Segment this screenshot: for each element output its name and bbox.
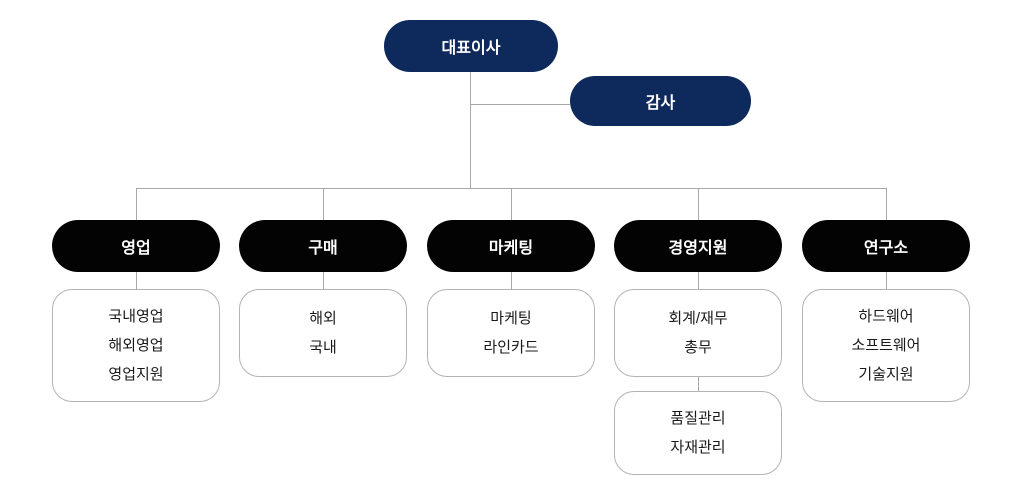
sub-box-marketing: 마케팅 라인카드 xyxy=(427,289,595,377)
dept-label: 마케팅 xyxy=(488,240,534,257)
sub-item: 회계/재무 xyxy=(668,310,728,327)
sub-box-rnd: 하드웨어 소프트웨어 기술지원 xyxy=(802,289,970,402)
node-auditor-label: 감사 xyxy=(645,95,676,112)
connector-ceo-down xyxy=(470,72,471,188)
sub-box-purchasing: 해외 국내 xyxy=(239,289,407,377)
node-ceo-label: 대표이사 xyxy=(441,40,501,57)
sub-item: 하드웨어 xyxy=(858,308,914,325)
sub-item: 자재관리 xyxy=(670,439,726,456)
sub-item: 해외영업 xyxy=(108,337,164,354)
dept-label: 연구소 xyxy=(863,240,909,257)
sub-item: 해외 xyxy=(309,310,337,327)
connector-drop-mgmt xyxy=(698,188,699,220)
dept-label: 영업 xyxy=(121,240,151,257)
node-ceo: 대표이사 xyxy=(384,20,558,72)
dept-pill-marketing: 마케팅 xyxy=(427,220,595,272)
connector-drop-rnd xyxy=(886,188,887,220)
sub-item: 마케팅 xyxy=(490,310,532,327)
connector-sales-sub xyxy=(136,272,137,289)
sub-box-mgmt-support: 회계/재무 총무 xyxy=(614,289,782,377)
sub-item: 국내 xyxy=(309,339,337,356)
connector-mgmt-sub2 xyxy=(698,377,699,391)
connector-marketing-sub xyxy=(511,272,512,289)
node-auditor: 감사 xyxy=(570,76,751,126)
sub-box-sales: 국내영업 해외영업 영업지원 xyxy=(52,289,220,402)
connector-drop-marketing xyxy=(511,188,512,220)
sub-item: 소프트웨어 xyxy=(851,337,921,354)
sub-item: 기술지원 xyxy=(858,366,914,383)
sub-item: 국내영업 xyxy=(108,308,164,325)
dept-pill-purchasing: 구매 xyxy=(239,220,407,272)
sub-item: 라인카드 xyxy=(483,339,539,356)
dept-label: 경영지원 xyxy=(668,240,728,257)
dept-pill-mgmt-support: 경영지원 xyxy=(614,220,782,272)
connector-drop-purchasing xyxy=(323,188,324,220)
sub-item: 품질관리 xyxy=(670,410,726,427)
sub-box-mgmt-support-2: 품질관리 자재관리 xyxy=(614,391,782,475)
connector-rnd-sub xyxy=(886,272,887,289)
connector-auditor-branch xyxy=(470,104,570,105)
connector-mgmt-sub xyxy=(698,272,699,289)
connector-drop-sales xyxy=(136,188,137,220)
dept-label: 구매 xyxy=(308,240,338,257)
dept-pill-sales: 영업 xyxy=(52,220,220,272)
sub-item: 총무 xyxy=(684,339,712,356)
connector-purchasing-sub xyxy=(323,272,324,289)
dept-pill-rnd: 연구소 xyxy=(802,220,970,272)
sub-item: 영업지원 xyxy=(108,366,164,383)
